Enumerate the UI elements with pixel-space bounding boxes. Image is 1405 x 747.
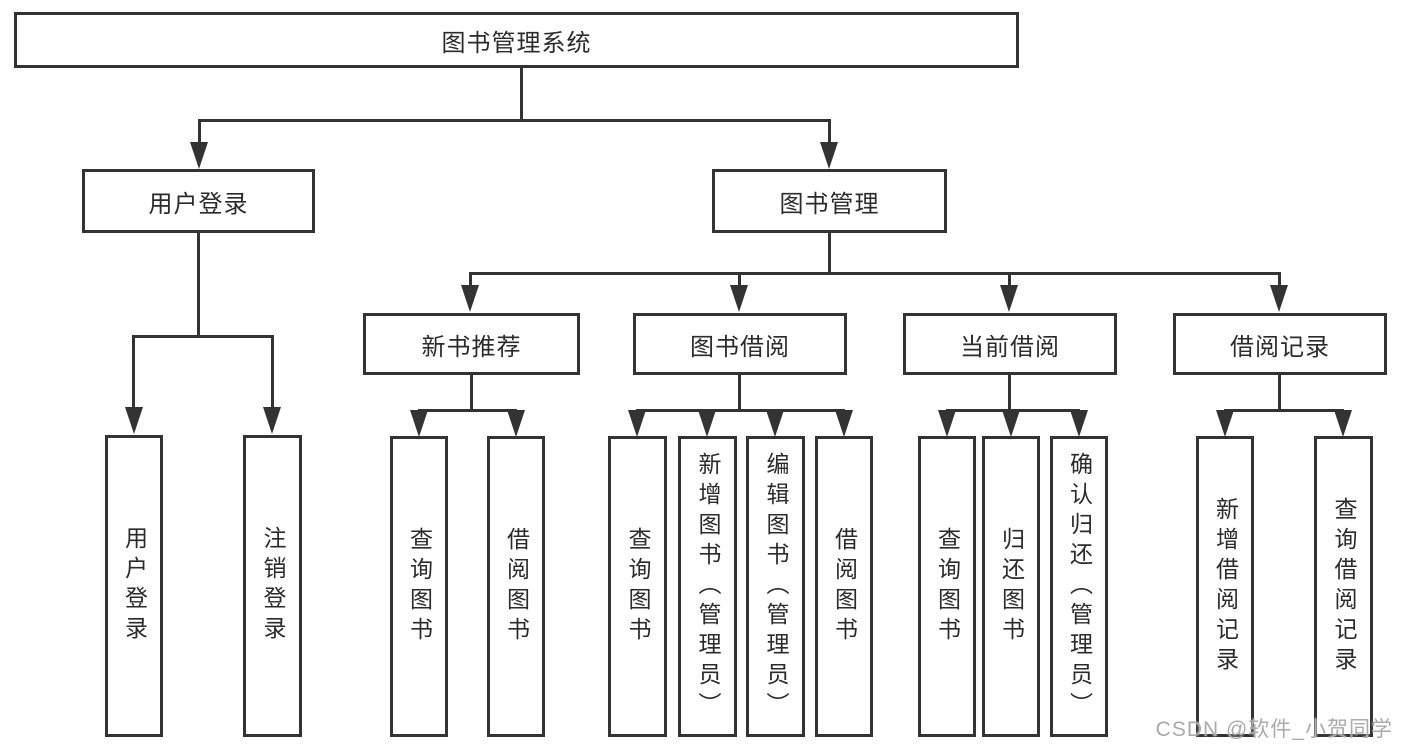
arrow-down-icon — [835, 410, 853, 437]
connector-newbook-stem — [470, 375, 473, 411]
leaf-br-add-record-label: 新增借阅记录 — [1212, 496, 1239, 677]
leaf-user-login-label: 用户登录 — [121, 526, 148, 646]
arrow-down-icon — [263, 407, 281, 434]
connector-drop-leaf — [271, 335, 274, 408]
node-user-login: 用户登录 — [82, 169, 315, 233]
arrow-down-icon — [1270, 285, 1288, 312]
arrow-down-icon — [628, 410, 646, 437]
leaf-br-add-record: 新增借阅记录 — [1196, 436, 1254, 737]
connector-borrow-bus — [636, 409, 845, 412]
connector-newbook-bus — [418, 409, 517, 412]
arrow-down-icon — [938, 410, 956, 437]
arrow-down-icon — [1334, 410, 1352, 437]
arrow-down-icon — [125, 407, 143, 434]
connector-drop-newbook — [469, 273, 472, 287]
leaf-user-login: 用户登录 — [105, 435, 163, 737]
connector-root-stem — [520, 67, 523, 122]
leaf-logout-label: 注销登录 — [260, 526, 286, 646]
leaf-br-query-record-label: 查询借阅记录 — [1331, 496, 1357, 677]
connector-borrow-stem — [738, 375, 741, 411]
leaf-bb-query-books-label: 查询图书 — [625, 526, 651, 647]
node-root: 图书管理系统 — [14, 12, 1019, 68]
node-book-management-label: 图书管理 — [779, 190, 880, 218]
connector-drop-records — [1278, 273, 1281, 287]
node-current-borrow-label: 当前借阅 — [960, 333, 1060, 361]
leaf-bb-borrow-books: 借阅图书 — [815, 436, 873, 737]
connector-book-mgmt-stem — [828, 233, 831, 275]
arrow-down-icon — [507, 410, 525, 437]
connector-records-stem — [1278, 375, 1281, 411]
leaf-logout: 注销登录 — [243, 435, 302, 737]
connector-level2-bus — [469, 272, 1281, 275]
csdn-watermark: CSDN @软件_小贺同学 — [1155, 718, 1393, 741]
arrow-down-icon — [190, 142, 208, 169]
connector-drop-borrow — [738, 273, 741, 287]
arrow-down-icon — [730, 285, 748, 312]
node-book-borrow: 图书借阅 — [633, 313, 847, 375]
arrow-down-icon — [1070, 410, 1088, 437]
connector-current-stem — [1008, 375, 1011, 411]
arrow-down-icon — [1002, 410, 1020, 437]
arrow-down-icon — [1000, 285, 1018, 312]
connector-user-login-stem — [197, 233, 200, 337]
leaf-br-query-record: 查询借阅记录 — [1314, 436, 1373, 737]
node-new-book-recommend: 新书推荐 — [363, 313, 580, 375]
arrow-down-icon — [820, 142, 838, 169]
leaf-cb-query-books: 查询图书 — [918, 436, 976, 737]
connector-level1-bus — [198, 119, 831, 122]
leaf-nb-query-books-label: 查询图书 — [406, 526, 433, 647]
leaf-cb-query-books-label: 查询图书 — [934, 526, 961, 647]
connector-drop-current — [1008, 273, 1011, 287]
node-book-borrow-label: 图书借阅 — [690, 333, 790, 361]
arrow-down-icon — [461, 285, 479, 312]
leaf-bb-add-books-admin: 新增图书（管理员） — [678, 436, 737, 737]
node-current-borrow: 当前借阅 — [903, 313, 1117, 375]
leaf-nb-query-books: 查询图书 — [390, 436, 448, 737]
leaf-bb-edit-books-admin: 编辑图书（管理员） — [746, 436, 805, 737]
node-book-management: 图书管理 — [712, 169, 947, 233]
arrow-down-icon — [766, 410, 784, 437]
leaf-bb-edit-books-admin-label: 编辑图书（管理员） — [763, 451, 789, 722]
leaf-cb-return-books-label: 归还图书 — [998, 526, 1025, 647]
leaf-bb-query-books: 查询图书 — [608, 436, 667, 737]
leaf-cb-return-books: 归还图书 — [982, 436, 1040, 737]
leaf-bb-add-books-admin-label: 新增图书（管理员） — [695, 451, 721, 722]
arrow-down-icon — [1216, 410, 1234, 437]
node-borrow-records: 借阅记录 — [1173, 313, 1387, 375]
connector-user-login-bus — [132, 335, 274, 338]
arrow-down-icon — [698, 410, 716, 437]
leaf-cb-confirm-return-admin: 确认归还（管理员） — [1050, 436, 1108, 737]
leaf-nb-borrow-books-label: 借阅图书 — [503, 526, 530, 647]
connector-records-bus — [1224, 409, 1344, 412]
leaf-nb-borrow-books: 借阅图书 — [487, 436, 545, 737]
leaf-bb-borrow-books-label: 借阅图书 — [831, 526, 858, 647]
node-new-book-recommend-label: 新书推荐 — [421, 333, 522, 361]
node-user-login-label: 用户登录 — [148, 190, 249, 218]
node-root-label: 图书管理系统 — [441, 29, 592, 57]
leaf-cb-confirm-return-admin-label: 确认归还（管理员） — [1066, 451, 1093, 722]
arrow-down-icon — [410, 410, 428, 437]
node-borrow-records-label: 借阅记录 — [1230, 333, 1330, 361]
connector-drop-user-login — [198, 120, 201, 144]
connector-drop-leaf — [132, 335, 135, 408]
connector-drop-book-mgmt — [828, 120, 831, 144]
